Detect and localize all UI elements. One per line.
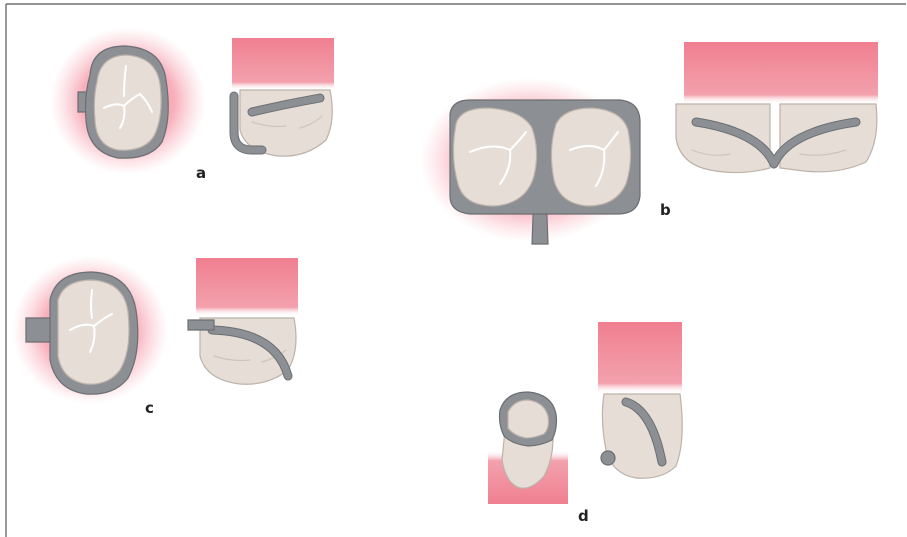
panel-a-buccal-view (232, 38, 334, 156)
panel-b: b (420, 42, 878, 244)
panel-a-label: a (196, 164, 206, 182)
panel-d-label: d (578, 507, 589, 525)
panel-c: c (12, 256, 298, 417)
panel-b-buccal-view (676, 42, 878, 173)
panel-d-front-view (488, 392, 568, 504)
panel-a: a (50, 27, 334, 182)
panel-b-label: b (660, 201, 671, 219)
panel-c-occlusal-view (12, 256, 168, 404)
panel-c-label: c (145, 399, 154, 417)
panel-a-occlusal-view (50, 27, 206, 175)
panel-d-side-view (598, 322, 682, 478)
panel-d: d (488, 322, 682, 525)
panel-c-buccal-view (188, 258, 298, 384)
panel-b-occlusal-view (420, 78, 640, 244)
